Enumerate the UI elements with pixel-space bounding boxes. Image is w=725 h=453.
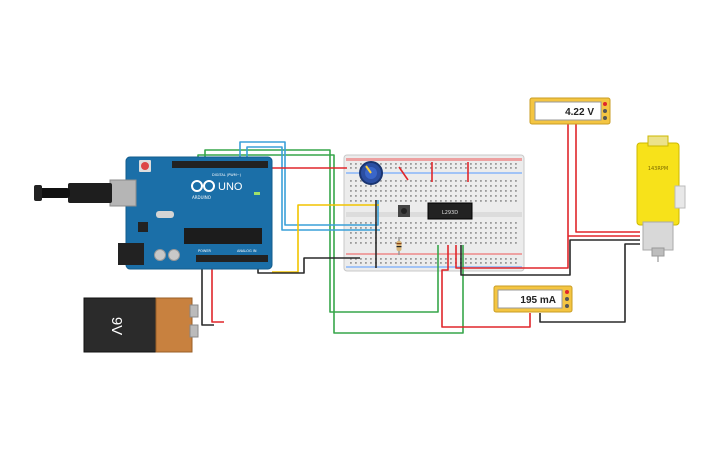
power-pin-header [196,255,234,262]
wire-red [441,245,531,328]
wire-blue [246,146,380,231]
wire-black [201,263,214,326]
ammeter[interactable]: 195 mA [493,285,573,313]
motor-can [642,221,674,251]
analog-header-label: ANALOG IN [237,249,257,253]
top-power-rail-red [346,158,522,161]
power-led [254,192,260,195]
wire-black [460,239,640,276]
motor-shaft [674,185,686,209]
battery-terminal [189,304,199,318]
chip-label: L293D [442,210,458,216]
potentiometer[interactable] [359,161,383,185]
model-label: UNO [218,181,243,193]
digital-header-label: DIGITAL (PWM~) [212,173,242,177]
wire-red [455,122,569,269]
voltmeter-reading: 4.22 V [565,107,594,118]
wire-black [257,257,360,274]
capacitor [168,249,180,261]
usb-port [109,179,137,207]
bottom-power-rail-red [346,253,522,255]
wire-red [211,263,224,323]
dc-gear-motor[interactable]: 143RPM [636,135,686,262]
9v-battery[interactable]: 9V [83,297,199,353]
wire-red [398,166,409,181]
wires [197,122,640,334]
bottom-power-rail-blue [346,266,522,268]
capacitor [154,249,166,261]
top-power-rail-blue [346,172,522,174]
motor-rpm-label: 143RPM [648,166,668,172]
atmega-chip [184,228,262,244]
analog-pin-header [234,255,268,262]
wire-red [575,122,640,233]
wire-yellow [272,204,379,273]
ammeter-reading: 195 mA [520,295,556,306]
usb-cable [38,188,70,198]
wire-green [197,154,464,334]
l293d-motor-driver-chip[interactable]: L293D [427,202,473,220]
digital-pin-header [172,161,268,168]
wire-blue [239,141,379,226]
crystal [156,211,174,218]
resistor [396,237,402,255]
battery-voltage-label: 9V [108,317,125,335]
battery-terminal [189,324,199,338]
wire-green [204,149,439,313]
voltmeter[interactable]: 4.22 V [529,97,611,125]
dc-power-jack [118,243,144,265]
brand-label: ARDUINO [192,195,211,200]
push-button[interactable] [398,205,410,217]
power-header-label: POWER [198,249,212,253]
arduino-uno-board[interactable]: UNO ARDUINO DIGITAL (PWM~) POWER ANALOG … [34,156,273,270]
breadboard-holes [350,163,517,264]
wire-black [539,243,640,323]
arduino-infinity-logo [191,180,215,192]
usb-cable-plug [68,183,112,203]
